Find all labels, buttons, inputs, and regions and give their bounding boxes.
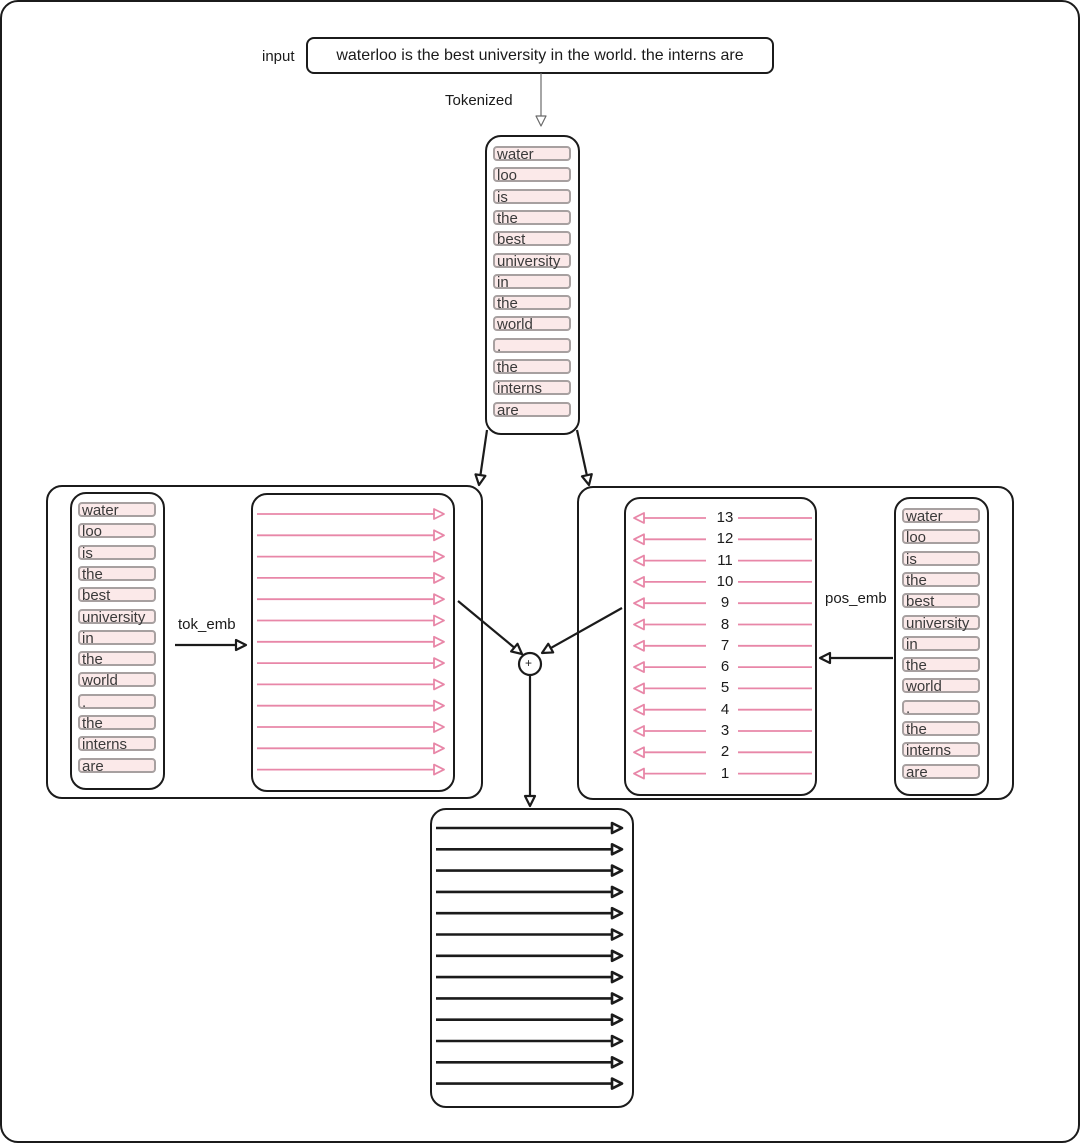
position-index: 5 xyxy=(710,680,740,697)
pos-emb-label: pos_emb xyxy=(825,590,887,607)
token-chip: best xyxy=(902,593,980,609)
token-chip: is xyxy=(78,544,156,561)
pos-input-stack: water loo is the best university in the world. th… xyxy=(894,497,989,796)
token-chip: interns xyxy=(78,736,156,752)
tokenized-label: Tokenized xyxy=(445,92,513,109)
token-chip: interns xyxy=(493,380,571,396)
position-index: 6 xyxy=(710,659,740,676)
token-chip: the xyxy=(493,295,571,311)
token-chip: . xyxy=(902,699,980,716)
token-chip: the xyxy=(902,721,980,737)
token-chip: in xyxy=(78,629,156,646)
position-index: 2 xyxy=(710,744,740,761)
output-embedding-vectors xyxy=(430,808,634,1108)
token-chip: best xyxy=(493,231,571,247)
token-embedding-vectors xyxy=(251,493,455,792)
token-chip: loo xyxy=(493,167,571,183)
token-chip: loo xyxy=(78,523,156,539)
token-chip: world xyxy=(493,316,571,332)
input-label: input xyxy=(262,48,295,65)
token-chip: water xyxy=(902,508,980,524)
position-index: 1 xyxy=(710,765,740,782)
position-index: 8 xyxy=(710,616,740,633)
token-chip: best xyxy=(78,587,156,603)
token-chip: water xyxy=(493,146,571,162)
sum-symbol: + xyxy=(525,656,533,670)
token-chip: . xyxy=(78,693,156,710)
position-index: 13 xyxy=(710,510,740,526)
tok-input-stack: water loo is the best university in the world. th… xyxy=(70,492,165,790)
position-index: 12 xyxy=(710,531,740,548)
token-chip: in xyxy=(493,273,571,290)
position-index: 9 xyxy=(710,595,740,612)
tok-emb-label: tok_emb xyxy=(178,616,236,633)
position-index: 3 xyxy=(710,723,740,739)
token-chip: are xyxy=(493,401,571,418)
position-index: 7 xyxy=(710,637,740,654)
token-chip: the xyxy=(78,565,156,582)
token-chip: water xyxy=(78,502,156,518)
tokenized-stack: water loo is the best university in the world. th… xyxy=(485,135,580,435)
token-chip: loo xyxy=(902,529,980,545)
token-chip: is xyxy=(902,550,980,567)
position-index: 11 xyxy=(710,552,740,569)
position-numbers: 13 12 11 10 9 8 7 6 5 4 3 2 1 xyxy=(626,499,815,794)
token-chip: university xyxy=(493,252,571,269)
token-chip: are xyxy=(78,757,156,774)
input-text-box: waterloo is the best university in the w… xyxy=(306,37,774,74)
token-chip: the xyxy=(493,209,571,226)
token-chip: is xyxy=(493,188,571,205)
token-chip: the xyxy=(902,657,980,673)
position-embedding-vectors: 13 12 11 10 9 8 7 6 5 4 3 2 1 xyxy=(624,497,817,796)
token-chip: university xyxy=(902,614,980,631)
token-chip: . xyxy=(493,337,571,354)
token-chip: in xyxy=(902,635,980,652)
token-chip: the xyxy=(902,571,980,588)
token-chip: world xyxy=(902,678,980,694)
position-index: 10 xyxy=(710,573,740,590)
token-chip: the xyxy=(78,651,156,667)
token-chip: university xyxy=(78,608,156,625)
token-chip: interns xyxy=(902,742,980,758)
position-index: 4 xyxy=(710,701,740,718)
token-chip: the xyxy=(493,359,571,375)
token-chip: world xyxy=(78,672,156,688)
token-chip: are xyxy=(902,763,980,780)
token-chip: the xyxy=(78,715,156,731)
